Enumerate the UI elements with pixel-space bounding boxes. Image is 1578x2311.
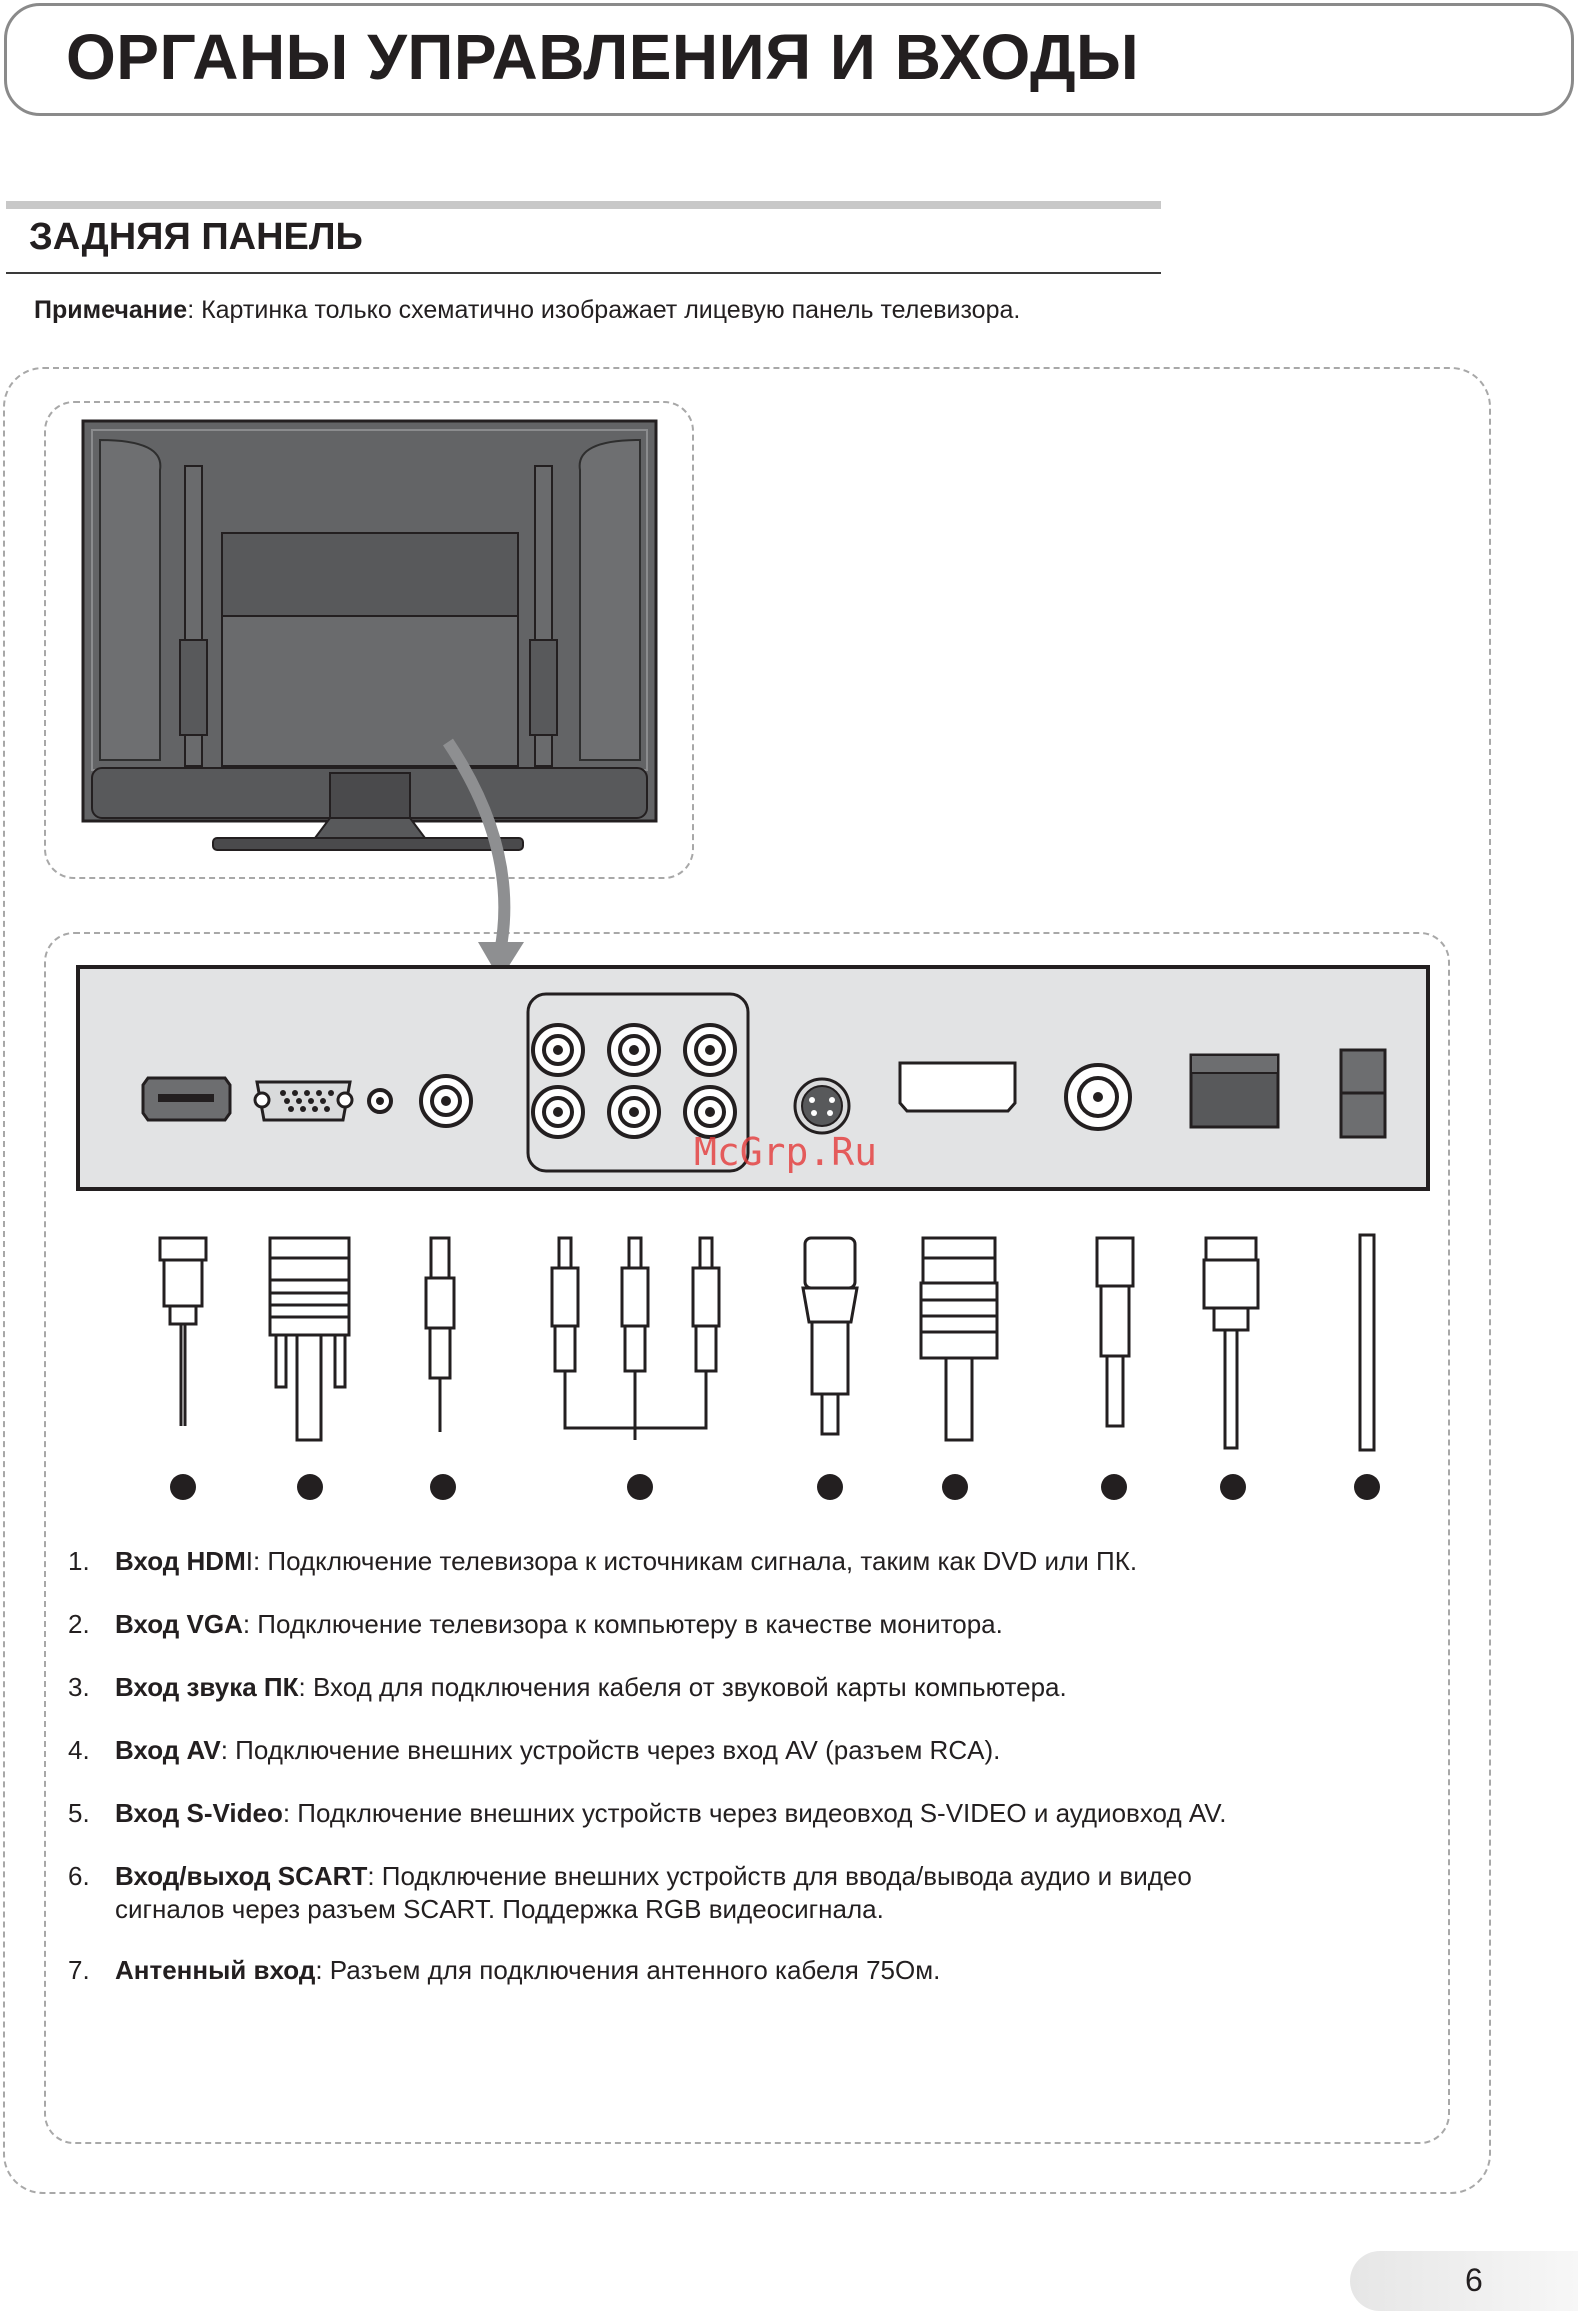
panel-frame <box>44 932 1450 2144</box>
watermark: McGrp.Ru <box>694 1130 878 1174</box>
section-rule <box>6 272 1161 274</box>
page-number: 6 <box>1465 2262 1483 2298</box>
item-description: I: Подключение телевизора к источникам с… <box>245 1546 1138 1576</box>
note-text: : Картинка только схематично изображает … <box>187 296 1021 324</box>
item-number: 1. <box>68 1546 90 1576</box>
title-frame <box>4 3 1574 116</box>
tv-back-illustration <box>81 419 658 980</box>
section-bar <box>6 201 1161 209</box>
item-description: : Разъем для подключения антенного кабел… <box>315 1955 941 1985</box>
item-term: Вход/выход SCART <box>115 1861 368 1891</box>
note: Примечание: Картинка только схематично и… <box>34 296 1020 325</box>
item-term: Вход звука ПК <box>115 1672 299 1702</box>
item-term: Вход S-Video <box>115 1798 283 1828</box>
item-description: : Подключение телевизора к компьютеру в … <box>242 1609 1003 1639</box>
item-number: 4. <box>68 1735 90 1765</box>
connector-panel <box>76 965 1430 1191</box>
item-number: 6. <box>68 1861 90 1891</box>
item-term: Вход HDM <box>115 1546 246 1576</box>
item-number: 2. <box>68 1609 90 1639</box>
item-number: 3. <box>68 1672 90 1702</box>
tv-frame <box>44 401 694 879</box>
item-number: 7. <box>68 1955 90 1985</box>
item-description: : Подключение внешних устройств через вх… <box>220 1735 1001 1765</box>
item-description-line2: сигналов через разъем SCART. Поддержка R… <box>115 1894 884 1924</box>
note-label: Примечание <box>34 296 188 324</box>
item-description: : Подключение внешних устройств через ви… <box>282 1798 1227 1828</box>
item-number: 5. <box>68 1798 90 1828</box>
cable-plugs <box>158 1233 1376 1452</box>
item-description: : Вход для подключения кабеля от звуково… <box>298 1672 1067 1702</box>
item-term: Антенный вход <box>115 1955 316 1985</box>
item-term: Вход VGA <box>115 1609 243 1639</box>
outer-frame <box>3 367 1491 2194</box>
page-title: ОРГАНЫ УПРАВЛЕНИЯ И ВХОДЫ <box>66 21 1140 93</box>
item-term: Вход AV <box>115 1735 221 1765</box>
page-tab <box>1350 2251 1578 2311</box>
connector-bullets <box>170 1474 1380 1500</box>
section-title: ЗАДНЯЯ ПАНЕЛЬ <box>29 216 363 258</box>
item-description: : Подключение внешних устройств для ввод… <box>367 1861 1192 1891</box>
